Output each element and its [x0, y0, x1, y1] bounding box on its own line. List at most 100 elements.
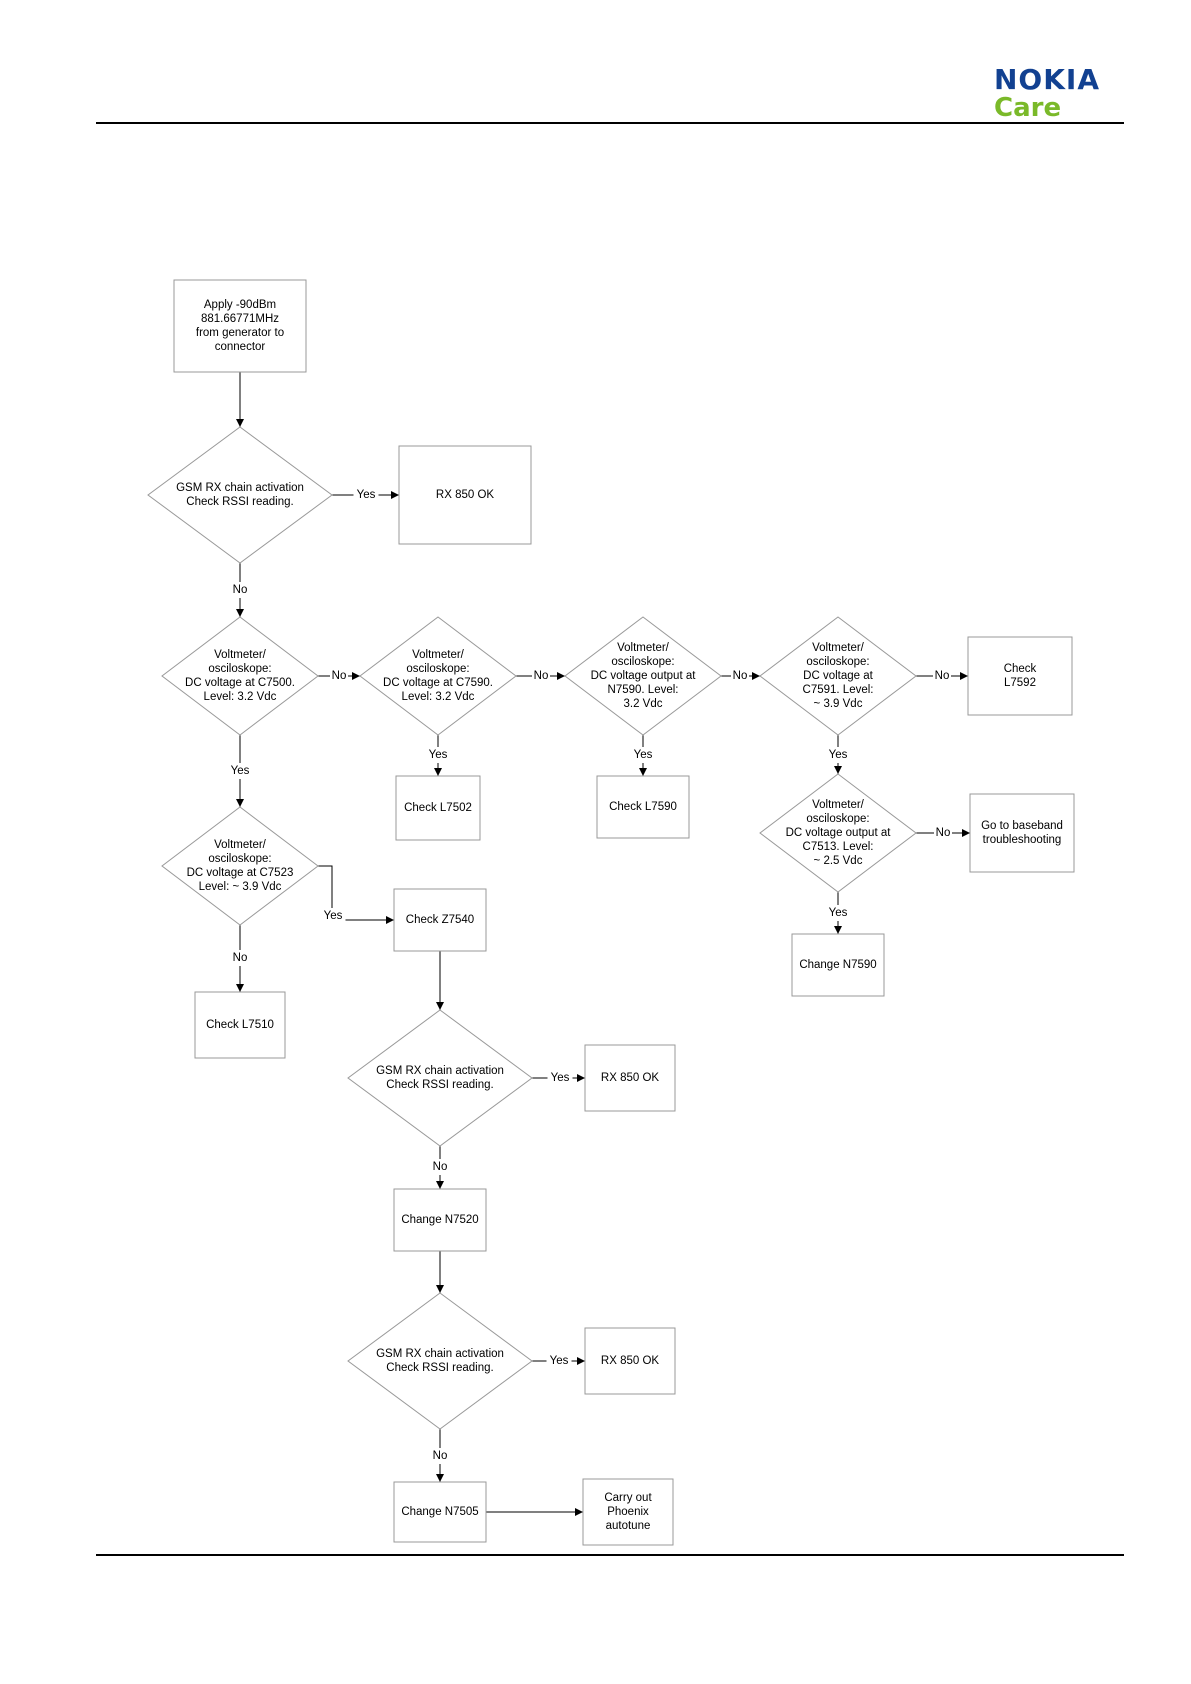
flow-node-d5: Voltmeter/osciloskope:DC voltage atC7591… [759, 616, 917, 736]
edge-label-no: No [936, 827, 951, 839]
process-box [582, 1478, 674, 1546]
node-text-line: L7592 [1004, 677, 1036, 689]
edge-label-bg [532, 668, 550, 684]
edge-label-yes: Yes [550, 1355, 569, 1367]
edge-label-no: No [935, 670, 950, 682]
node-text-line: Check Z7540 [406, 914, 474, 926]
edge-label-bg [330, 668, 348, 684]
node-text-line: C7513. Level: [803, 841, 874, 853]
process-box [393, 888, 487, 952]
flow-arrow [318, 865, 394, 924]
node-text-line: osciloskope: [611, 656, 674, 668]
node-text-line: osciloskope: [806, 813, 869, 825]
process-box [395, 775, 481, 841]
node-text-line: Voltmeter/ [412, 649, 465, 661]
node-text-line: Phoenix [607, 1506, 649, 1518]
edge-label-bg [630, 747, 656, 763]
node-text-line: GSM RX chain activation [176, 482, 304, 494]
decision-diamond [347, 1292, 533, 1430]
node-text-line: Level: 3.2 Vdc [204, 691, 277, 703]
decision-diamond [147, 426, 333, 564]
node-text-line: Check RSSI reading. [386, 1362, 493, 1374]
node-text-line: 881.66771MHz [201, 313, 279, 325]
node-text-line: DC voltage output at [786, 827, 892, 839]
edge-label-bg [825, 905, 851, 921]
edge-label-no: No [433, 1161, 448, 1173]
flow-node-r12: Change N7505 [393, 1481, 487, 1543]
flow-node-r6: Change N7590 [791, 933, 885, 997]
process-box [398, 445, 532, 545]
flow-node-r7: Check Z7540 [393, 888, 487, 952]
decision-diamond [161, 616, 319, 736]
flow-node-r3: Check L7502 [395, 775, 481, 841]
node-text-line: ~ 3.9 Vdc [814, 698, 863, 710]
header-rule [96, 122, 1124, 124]
edge-labels-layer: YesNoNoYesNoYesNoYesNoYesNoYesYesNoYesNo… [227, 487, 952, 1464]
process-box [596, 775, 690, 839]
node-text-line: Voltmeter/ [617, 642, 670, 654]
edge-label-bg [431, 1448, 449, 1464]
node-text-line: osciloskope: [208, 663, 271, 675]
edge-label-yes: Yes [829, 907, 848, 919]
node-text-line: osciloskope: [806, 656, 869, 668]
flow-node-d2: Voltmeter/osciloskope: DC voltage at C750… [161, 616, 319, 736]
edge-label-bg [547, 1070, 573, 1086]
node-text-line: Change N7520 [401, 1214, 478, 1226]
flow-node-d4: Voltmeter/osciloskope: DC voltage output … [564, 616, 722, 736]
decision-diamond [347, 1009, 533, 1147]
node-text-line: osciloskope: [406, 663, 469, 675]
node-text-line: DC voltage at C7500. [185, 677, 295, 689]
edge-label-yes: Yes [829, 749, 848, 761]
decision-diamond [161, 806, 319, 926]
node-text-line: Change N7590 [799, 959, 876, 971]
node-text-line: RX 850 OK [436, 489, 494, 501]
decision-diamond [759, 773, 917, 893]
node-text-line: Level: ~ 3.9 Vdc [199, 881, 282, 893]
edge-label-bg [231, 950, 249, 966]
node-text-line: from generator to [196, 327, 284, 339]
node-text-line: Carry out [604, 1492, 652, 1504]
edge-label-no: No [233, 952, 248, 964]
decision-diamond [564, 616, 722, 736]
node-text-line: DC voltage at C7523 [187, 867, 294, 879]
node-text-line: autotune [606, 1520, 651, 1532]
edge-label-no: No [233, 584, 248, 596]
flow-node-r1: RX 850 OK [398, 445, 532, 545]
decision-diamond [359, 616, 517, 736]
edge-label-yes: Yes [634, 749, 653, 761]
nokia-care-logo: NOKIA Care [994, 66, 1124, 126]
node-text-line: Voltmeter/ [214, 839, 267, 851]
node-text-line: RX 850 OK [601, 1072, 659, 1084]
node-text-line: Check L7510 [206, 1019, 274, 1031]
edge-label-bg [431, 1159, 449, 1175]
edge-label-bg [731, 668, 749, 684]
node-text-line: Voltmeter/ [812, 799, 865, 811]
footer-rule [96, 1554, 1124, 1556]
process-box [393, 1481, 487, 1543]
node-text-line: DC voltage at [803, 670, 873, 682]
node-text-line: DC voltage output at [591, 670, 697, 682]
node-text-line: C7591. Level: [803, 684, 874, 696]
decision-diamond [759, 616, 917, 736]
node-text-line: troubleshooting [983, 834, 1062, 846]
flow-node-r11: RX 850 OK [584, 1327, 676, 1395]
node-text-line: connector [215, 341, 266, 353]
edge-label-no: No [733, 670, 748, 682]
node-text-line: GSM RX chain activation [376, 1348, 504, 1360]
edge-label-bg [933, 668, 951, 684]
node-text-line: N7590. Level: [608, 684, 679, 696]
node-text-line: Check [1004, 663, 1037, 675]
node-text-line: Level: 3.2 Vdc [402, 691, 475, 703]
node-text-line: Voltmeter/ [214, 649, 267, 661]
process-box [969, 793, 1075, 873]
node-text-line: Change N7505 [401, 1506, 478, 1518]
edge-label-bg [227, 763, 253, 779]
edge-label-bg [934, 825, 952, 841]
flow-node-d6: Voltmeter/osciloskope: DC voltage output … [759, 773, 917, 893]
